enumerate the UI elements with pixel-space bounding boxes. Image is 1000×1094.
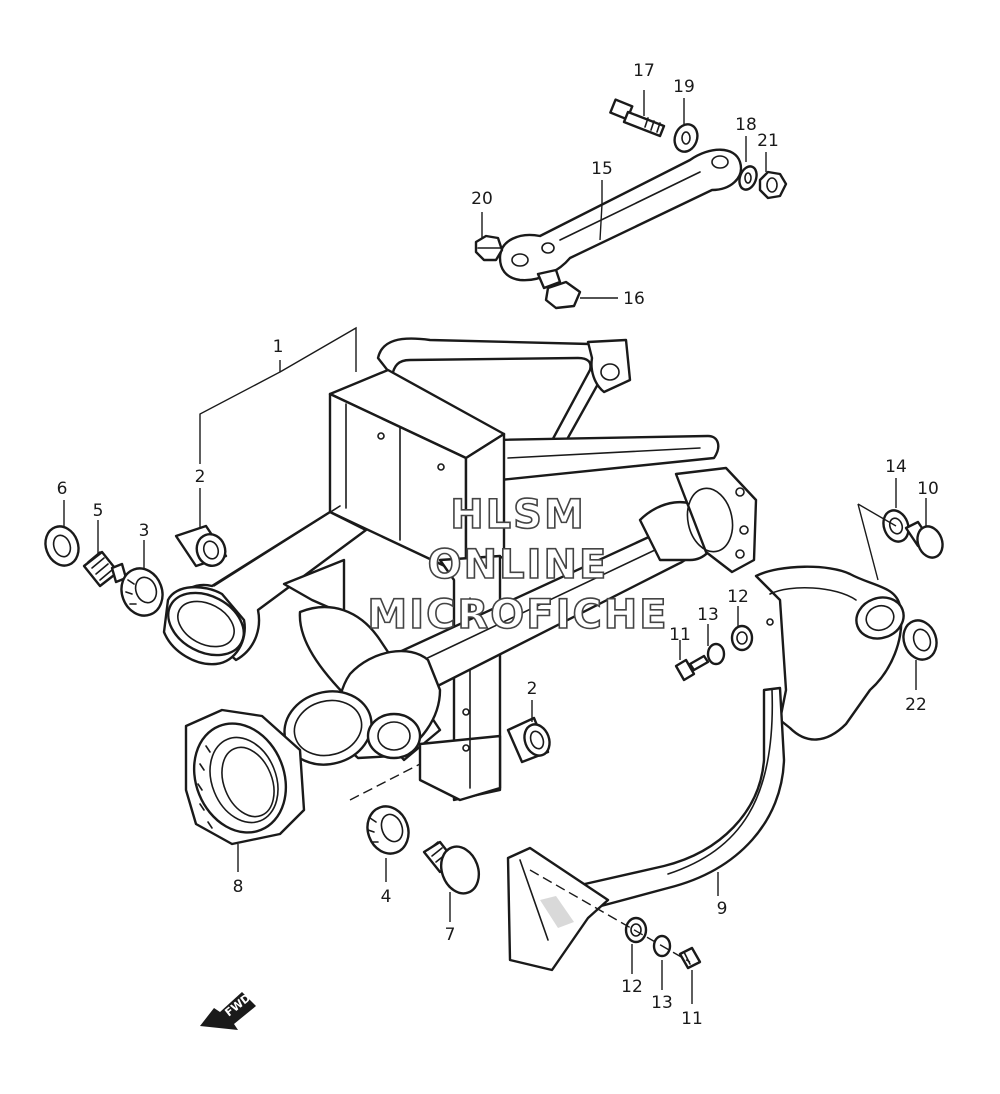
callout-8: 8 — [233, 877, 244, 897]
brace-15 — [498, 148, 743, 282]
bushing-12-lower — [624, 916, 648, 944]
watermark-line-1: HLSM — [450, 492, 586, 538]
callout-2-upper: 2 — [195, 467, 206, 487]
callout-12-lower: 12 — [621, 977, 643, 997]
rubber-boot-8 — [184, 708, 306, 846]
nut-20 — [474, 234, 504, 262]
callout-10: 10 — [917, 479, 939, 499]
callout-13-upper: 13 — [697, 605, 719, 625]
driveshaft-housing — [283, 466, 758, 766]
callout-11-upper: 11 — [669, 625, 691, 645]
swingarm-1 — [162, 337, 720, 802]
callout-3: 3 — [139, 521, 150, 541]
callout-22: 22 — [905, 695, 927, 715]
forward-arrow-icon: FWD — [200, 991, 256, 1030]
watermark-line-3: MICROFICHE — [367, 592, 668, 638]
callout-20: 20 — [471, 189, 493, 209]
washer-18 — [738, 165, 758, 191]
callout-16: 16 — [623, 289, 645, 309]
seal-6 — [44, 525, 80, 567]
callout-12-upper: 12 — [727, 587, 749, 607]
pivot-screw-5 — [82, 550, 128, 588]
collar-13-upper — [706, 642, 726, 666]
nut-21 — [758, 170, 788, 200]
bushing-2-upper — [174, 524, 228, 568]
bearing-4 — [366, 805, 410, 855]
callout-19: 19 — [673, 77, 695, 97]
watermark: HLSM ONLINE MICROFICHE — [367, 491, 668, 639]
callout-14: 14 — [885, 457, 907, 477]
washer-19 — [673, 123, 699, 153]
callout-9: 9 — [717, 899, 728, 919]
callout-1: 1 — [273, 337, 284, 357]
callout-13-lower: 13 — [651, 993, 673, 1013]
bolt-17 — [609, 98, 666, 138]
pivot-bolt-10 — [904, 520, 944, 559]
callout-4: 4 — [381, 887, 392, 907]
bearing-22 — [902, 619, 938, 661]
callout-17: 17 — [633, 61, 655, 81]
bushing-2-lower — [506, 716, 551, 764]
callout-2-lower: 2 — [527, 679, 538, 699]
callout-7: 7 — [445, 925, 456, 945]
bolt-11-upper — [674, 654, 710, 682]
callout-5: 5 — [93, 501, 104, 521]
callout-18: 18 — [735, 115, 757, 135]
bolt-11-lower — [678, 946, 702, 970]
bushing-12-upper — [730, 624, 754, 652]
callout-labels: 1 2 2 3 4 5 6 7 8 9 10 11 11 12 12 13 13… — [57, 61, 939, 1029]
swingarm-right-section-9 — [506, 565, 905, 972]
callout-6: 6 — [57, 479, 68, 499]
callout-15: 15 — [591, 159, 613, 179]
callout-21: 21 — [757, 131, 779, 151]
bolt-16 — [536, 268, 582, 310]
bearing-3 — [120, 567, 164, 617]
pivot-bolt-7 — [422, 840, 481, 895]
rear-brace-assembly — [474, 98, 788, 310]
callout-11-lower: 11 — [681, 1009, 703, 1029]
leader-lines — [63, 90, 927, 1004]
watermark-line-2: ONLINE — [428, 542, 609, 588]
